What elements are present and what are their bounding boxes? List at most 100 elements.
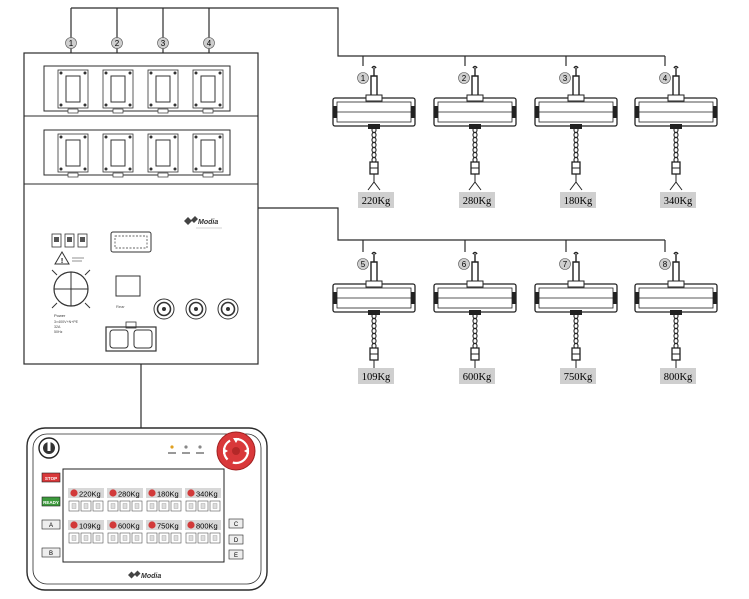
svg-text:340Kg: 340Kg <box>196 489 218 498</box>
display-load-cell[interactable]: 220Kg <box>68 488 104 512</box>
power-label-block: Power 3×400V+N+PE 32A 50Hz <box>54 313 79 334</box>
hoist-body <box>534 65 618 129</box>
hoist: 6 600Kg <box>433 251 517 384</box>
hoist: 3 180Kg <box>534 65 618 208</box>
power-spec: 32A <box>54 325 61 329</box>
channel-status-dot <box>148 521 156 529</box>
display-load-cell[interactable]: 340Kg <box>185 488 221 512</box>
breaker-switches <box>51 233 88 248</box>
indicator-lights <box>168 445 204 454</box>
display-load-cell[interactable]: 280Kg <box>107 488 143 512</box>
hoist-load-badge: 220Kg <box>358 192 394 208</box>
hoist-body <box>332 251 416 315</box>
key-c-button[interactable]: C <box>228 518 244 529</box>
round-connectors <box>153 298 239 320</box>
svg-text:2: 2 <box>462 74 467 83</box>
socket <box>102 69 134 114</box>
channel-status-dot <box>148 489 156 497</box>
svg-text:280Kg: 280Kg <box>118 489 140 498</box>
key-a-button[interactable]: A <box>41 519 61 530</box>
svg-text:5: 5 <box>361 260 366 269</box>
svg-text:3: 3 <box>161 39 166 48</box>
channel-status-dot <box>187 489 195 497</box>
hoist-body <box>332 65 416 129</box>
svg-text:180Kg: 180Kg <box>157 489 179 498</box>
hoist-chain <box>468 126 482 191</box>
key-switch-icon[interactable] <box>38 437 60 459</box>
channel-status-dot <box>109 489 117 497</box>
key-d-button[interactable]: D <box>228 534 244 545</box>
display-load-cell[interactable]: 600Kg <box>107 520 143 544</box>
hoist-body <box>634 251 718 315</box>
channel-marker: 2 <box>111 37 123 49</box>
brand-logo-box: Modia <box>184 216 222 229</box>
display-load-cell[interactable]: 750Kg <box>146 520 182 544</box>
socket <box>192 133 224 178</box>
svg-text:4: 4 <box>207 39 212 48</box>
hoist-chain <box>569 312 583 377</box>
channel-status-dot <box>187 521 195 529</box>
svg-text:6: 6 <box>462 260 467 269</box>
hoist-load-badge: 600Kg <box>459 368 495 384</box>
svg-text:STOP: STOP <box>45 476 57 481</box>
brand-logo-remote: Modia <box>128 570 161 580</box>
svg-text:2: 2 <box>115 39 120 48</box>
hoist-load-badge: 180Kg <box>560 192 596 208</box>
display-load-cell[interactable]: 180Kg <box>146 488 182 512</box>
hoist-body <box>534 251 618 315</box>
hoist-chain <box>669 126 683 191</box>
svg-text:!: ! <box>61 258 63 265</box>
channel-status-dot <box>109 521 117 529</box>
display-load-cell[interactable]: 800Kg <box>185 520 221 544</box>
svg-text:220Kg: 220Kg <box>362 196 391 207</box>
svg-text:D: D <box>234 538 239 544</box>
hoist-chain <box>669 312 683 377</box>
channel-marker: 3 <box>157 37 169 49</box>
socket-panel-bottom <box>43 129 231 178</box>
svg-text:340Kg: 340Kg <box>664 196 693 207</box>
display-load-cell[interactable]: 109Kg <box>68 520 104 544</box>
svg-text:B: B <box>49 551 53 557</box>
hoist-channel-marker: 6 <box>458 258 470 270</box>
hoist-body <box>634 65 718 129</box>
hoist: 5 109Kg <box>332 251 416 384</box>
hoist-channel-marker: 4 <box>659 72 671 84</box>
socket <box>102 133 134 178</box>
svg-text:109Kg: 109Kg <box>362 372 391 383</box>
svg-text:A: A <box>49 523 53 529</box>
svg-text:1: 1 <box>361 74 366 83</box>
hoist-array: 1220Kg2280Kg3180Kg4340Kg5109Kg6600Kg7750… <box>332 65 718 384</box>
hoist-channel-marker: 7 <box>559 258 571 270</box>
socket <box>57 69 89 114</box>
control-box: Modia ! <box>23 52 259 365</box>
remote-connector <box>105 321 157 352</box>
stop-button[interactable]: STOP <box>41 472 61 483</box>
status-panel: Rear <box>115 275 141 309</box>
svg-text:750Kg: 750Kg <box>564 372 593 383</box>
hoist-channel-marker: 3 <box>559 72 571 84</box>
socket <box>147 133 179 178</box>
hoist: 4 340Kg <box>634 65 718 208</box>
hoist-channel-marker: 1 <box>357 72 369 84</box>
emergency-stop-button[interactable] <box>216 431 256 471</box>
svg-text:600Kg: 600Kg <box>463 372 492 383</box>
power-spec: 50Hz <box>54 330 63 334</box>
hoist-channel-marker: 2 <box>458 72 470 84</box>
key-b-button[interactable]: B <box>41 547 61 558</box>
svg-text:C: C <box>234 522 239 528</box>
svg-text:750Kg: 750Kg <box>157 521 179 530</box>
hoist-load-badge: 750Kg <box>560 368 596 384</box>
power-label: Power <box>54 313 66 318</box>
channel-marker: 4 <box>203 37 215 49</box>
channel-status-dot <box>70 521 78 529</box>
ready-button[interactable]: READY <box>41 496 61 507</box>
hoist-load-badge: 340Kg <box>660 192 696 208</box>
socket <box>192 69 224 114</box>
main-switch-icon <box>51 269 91 309</box>
svg-text:Modia: Modia <box>198 219 218 226</box>
key-e-button[interactable]: E <box>228 549 244 560</box>
hoist-chain <box>367 312 381 377</box>
